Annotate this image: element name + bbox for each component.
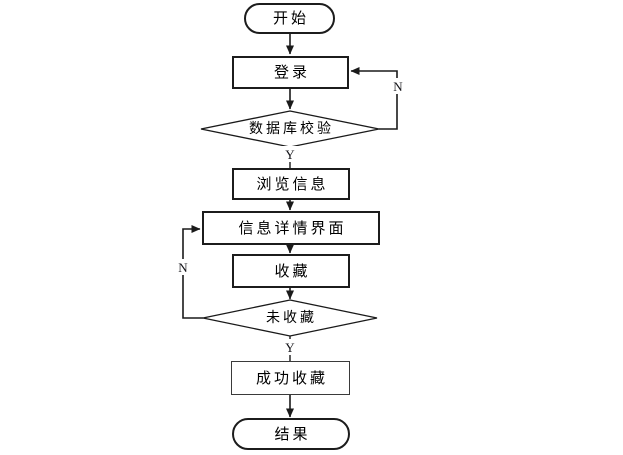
edge-label-dbcheck-yes: Y <box>282 146 298 162</box>
node-favorite-success-label: 成功收藏 <box>255 368 328 387</box>
node-detail-label: 信息详情界面 <box>238 218 347 237</box>
edge-label-dbcheck-no: N <box>390 78 406 94</box>
node-login-label: 登录 <box>273 63 310 81</box>
node-db-check: 数据库校验 <box>202 118 378 140</box>
node-browse: 浏览信息 <box>232 168 350 200</box>
node-db-check-label: 数据库校验 <box>249 121 334 137</box>
node-browse-label: 浏览信息 <box>256 174 329 193</box>
node-start-label: 开始 <box>272 9 309 27</box>
node-detail: 信息详情界面 <box>202 211 380 245</box>
node-favorite-success: 成功收藏 <box>231 361 350 395</box>
decision-not-favorited-shape <box>202 299 378 337</box>
node-start: 开始 <box>244 3 335 34</box>
node-favorite-label: 收藏 <box>274 261 311 280</box>
connector-dbcheck-no-loop <box>350 67 398 130</box>
node-not-favorited-label: 未收藏 <box>266 310 317 326</box>
node-favorite: 收藏 <box>232 254 350 288</box>
node-login: 登录 <box>232 56 349 89</box>
node-not-favorited: 未收藏 <box>203 307 377 329</box>
edge-label-notfavorited-no: N <box>175 259 191 275</box>
node-result: 结果 <box>232 418 350 450</box>
edge-label-notfavorited-yes: Y <box>282 339 298 355</box>
node-result-label: 结果 <box>274 424 311 443</box>
